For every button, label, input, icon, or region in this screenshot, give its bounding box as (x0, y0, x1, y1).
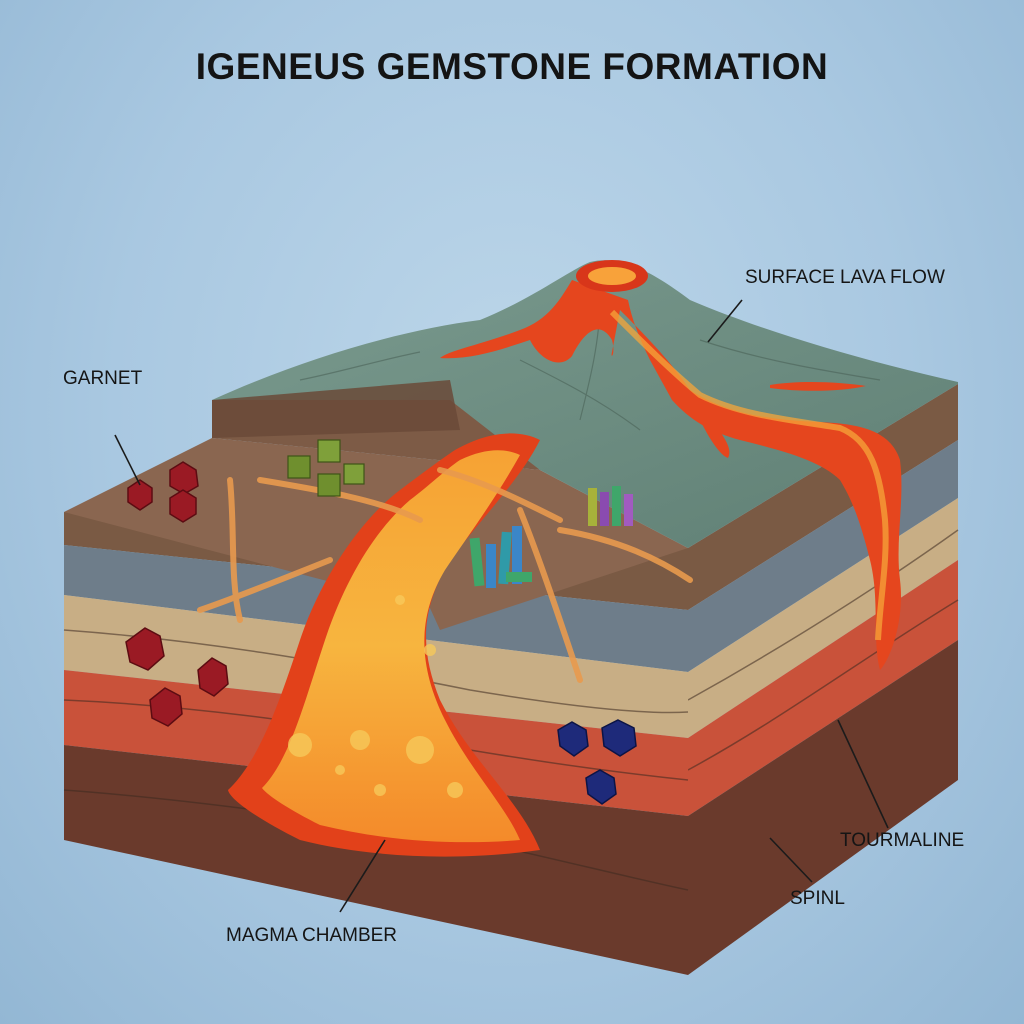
diagram-title: IGENEUS GEMSTONE FORMATION (195, 46, 829, 87)
spinel-label: SPINL (790, 888, 845, 909)
tourmaline-label: TOURMALINE (840, 830, 965, 851)
olivine-cubes (287, 439, 365, 497)
tourmaline-crystals (469, 486, 633, 588)
spinel-crystals (557, 719, 637, 805)
garnet-label: GARNET (63, 368, 143, 389)
surface-lava-flow-label: SURFACE LAVA FLOW (745, 267, 945, 288)
leader-lines (114, 299, 889, 913)
surface-lava-flow (440, 260, 902, 670)
magma-chamber-label: MAGMA CHAMBER (226, 925, 398, 946)
garnet-crystals (125, 461, 229, 727)
magma-chamber (197, 433, 693, 857)
